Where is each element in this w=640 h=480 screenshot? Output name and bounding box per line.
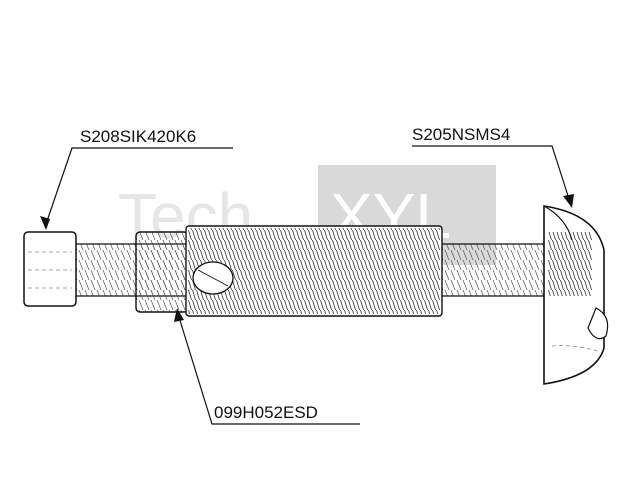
- threaded-sleeve: [135, 225, 443, 317]
- sleeve-callout: 099H052ESD: [174, 308, 360, 425]
- dome-nut-nib: [587, 307, 609, 340]
- screw-label: S208SIK420K6: [80, 127, 196, 146]
- sleeve-label: 099H052ESD: [214, 403, 318, 422]
- nut-callout: S205NSMS4: [412, 125, 574, 208]
- sleeve-collar: [135, 231, 189, 313]
- screw-callout: S208SIK420K6: [40, 127, 233, 230]
- screw-head: [23, 231, 77, 307]
- dome-nut: [543, 205, 609, 385]
- dome-nut-thread: [548, 232, 592, 296]
- nut-label: S205NSMS4: [412, 125, 510, 144]
- screw-head-body: [23, 231, 77, 307]
